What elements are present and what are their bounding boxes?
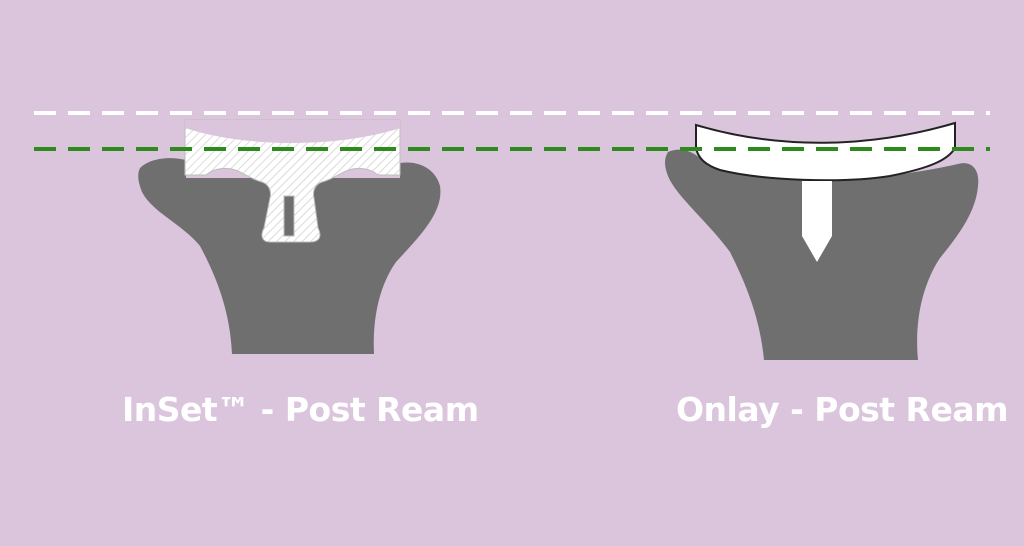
onlay-figure bbox=[665, 121, 979, 360]
inset-figure bbox=[138, 119, 441, 354]
inset-caption: InSet™ - Post Ream bbox=[122, 390, 479, 429]
onlay-implant-peg bbox=[802, 181, 832, 262]
inset-implant-concave-top bbox=[185, 120, 400, 143]
inset-bone bbox=[138, 158, 441, 354]
onlay-caption: Onlay - Post Ream bbox=[676, 390, 1009, 429]
onlay-implant-cup bbox=[695, 121, 956, 182]
onlay-bone bbox=[665, 149, 979, 360]
